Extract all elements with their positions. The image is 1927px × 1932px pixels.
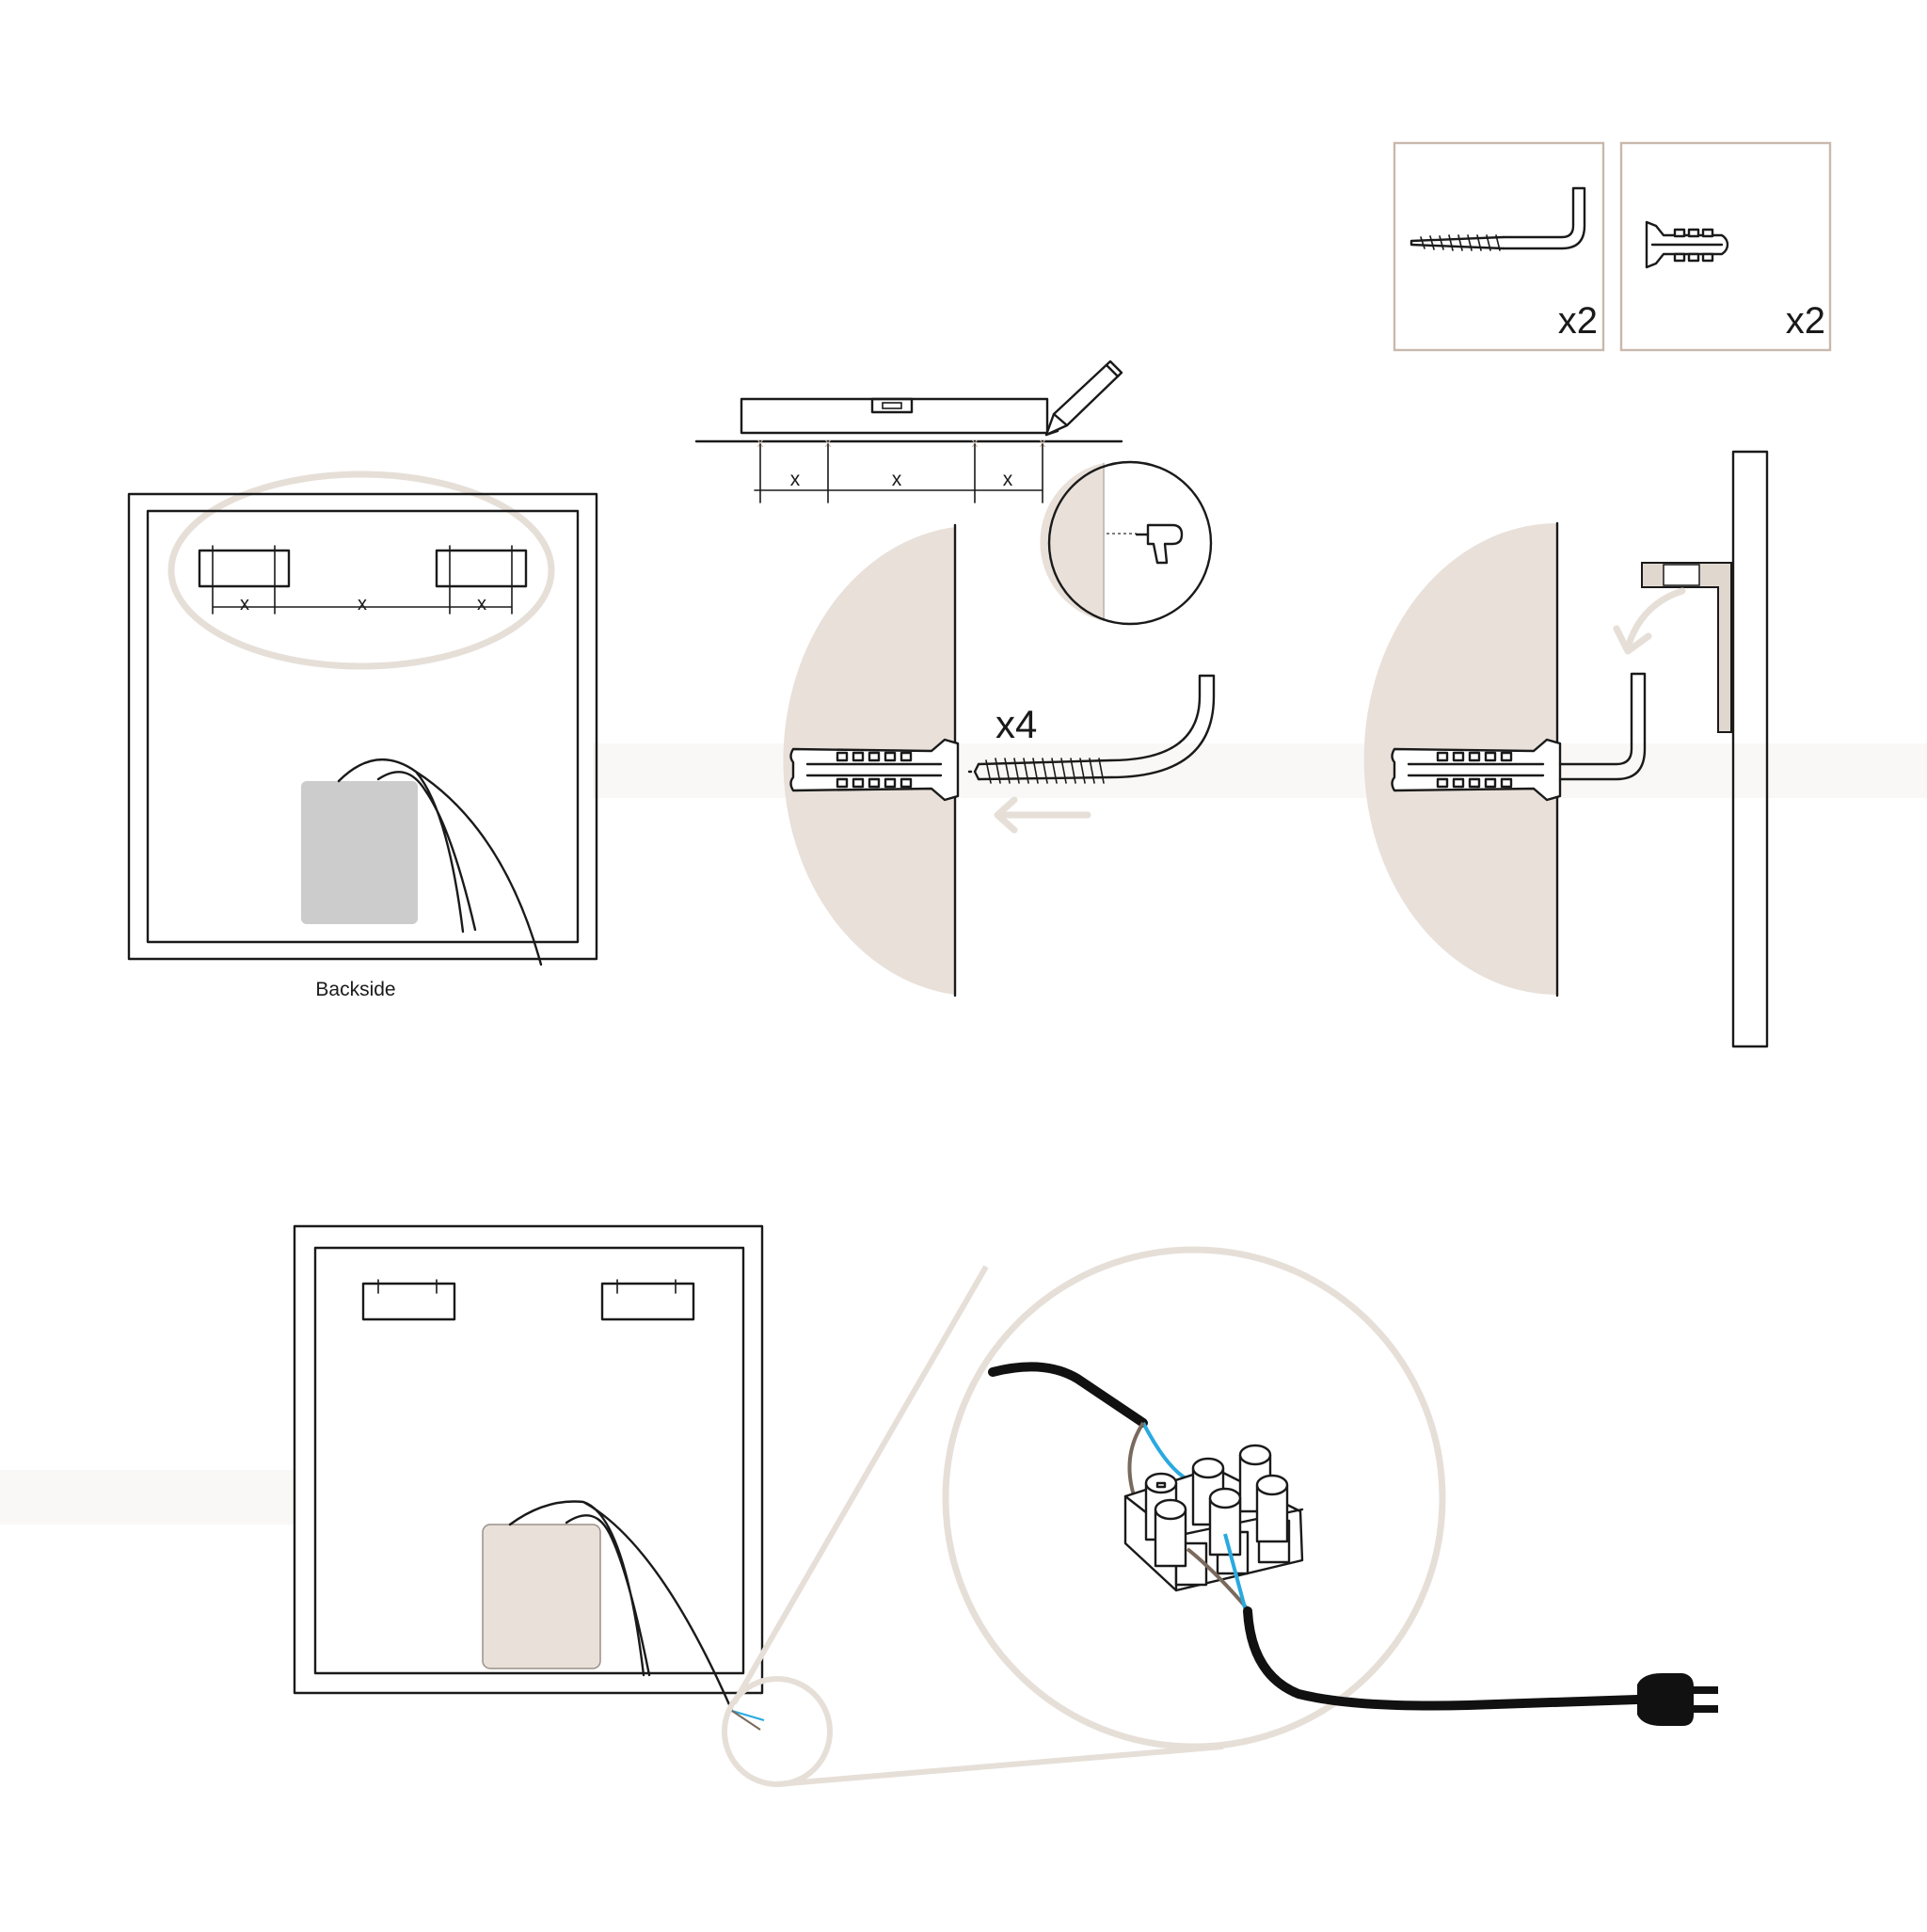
driver-cable (337, 758, 543, 966)
driver-cable (508, 1500, 734, 1713)
spacing-label: x (477, 594, 486, 615)
wall-spacing-measure: x x x (754, 443, 1043, 503)
drill-detail-circle (1040, 460, 1213, 626)
mounting-bracket-left (198, 549, 291, 588)
highlight-ellipse (167, 471, 555, 670)
zoom-lines (731, 1265, 1224, 1787)
kit-contents: x2 x2 (1393, 141, 1832, 352)
mirror-cable (988, 1362, 1148, 1428)
mirror-outer-frame (293, 1224, 764, 1695)
background-band-bottom (0, 1470, 294, 1525)
led-driver-box (482, 1524, 601, 1669)
spirit-level-icon (740, 397, 1049, 435)
step-hang-mirror (1363, 450, 1769, 1048)
mounting-bracket-left (361, 1282, 456, 1321)
quantity-label: x4 (995, 702, 1037, 746)
mirror-inner-frame (313, 1246, 745, 1675)
mounting-bracket-right (435, 549, 528, 588)
drill-icon (1135, 523, 1184, 565)
pencil-icon (1044, 359, 1123, 437)
wall-plug-icon (1391, 738, 1562, 802)
wall-plug-icon (1645, 220, 1729, 269)
spacing-label: x (240, 594, 249, 615)
spacing-label: x (358, 594, 367, 615)
spacing-label: x (790, 469, 801, 490)
screw-hook-icon (1558, 672, 1647, 781)
spacing-label: x (1003, 469, 1013, 490)
screw-hook-icon (967, 674, 1216, 784)
spacing-label: x (892, 469, 902, 490)
led-driver-box (301, 781, 418, 924)
wall-plug-icon (789, 738, 960, 802)
arrow-left-icon (994, 796, 1091, 834)
kit-hook-box: x2 (1393, 141, 1605, 352)
step-mark-drill: x x x x x x x (694, 359, 1213, 626)
kit-plug-box: x2 (1619, 141, 1832, 352)
terminal-block-icon (1123, 1444, 1304, 1592)
hook-quantity: x2 (1558, 300, 1598, 342)
mounting-bracket-right (600, 1282, 695, 1321)
mirror-side-profile (1641, 450, 1769, 1048)
power-cable (1243, 1606, 1642, 1711)
mirror-inner-frame (146, 509, 580, 944)
svg-text:x: x (825, 435, 832, 450)
backside-caption: Backside (315, 979, 395, 1000)
step-insert-hook: x4 (783, 523, 1216, 998)
screw-hook-icon (1409, 186, 1586, 251)
svg-text:x: x (757, 435, 764, 450)
bracket-spacing-measure: x x x (212, 545, 513, 615)
step-backside: x x x Backside (127, 471, 598, 1000)
mirror-outer-frame (127, 492, 598, 961)
svg-text:x: x (972, 435, 979, 450)
power-plug-icon (1637, 1673, 1718, 1726)
curved-arrow-icon (1613, 587, 1686, 655)
mark-points: x x x x (757, 435, 1046, 450)
step-electrical-connection (293, 1224, 1718, 1787)
plug-quantity: x2 (1786, 300, 1825, 342)
svg-text:x: x (1040, 435, 1046, 450)
